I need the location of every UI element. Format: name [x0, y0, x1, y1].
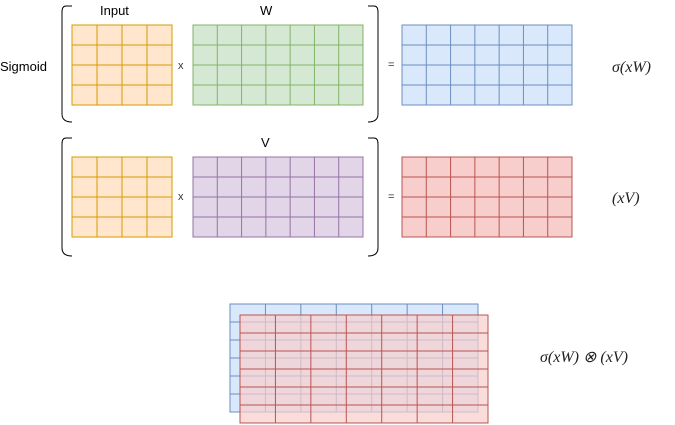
result-matrix-red: [401, 156, 573, 238]
result-matrix-blue: [401, 24, 573, 106]
formula-xv: (xV): [612, 190, 640, 207]
v-matrix: [192, 156, 364, 238]
right-bracket-top: [367, 5, 379, 123]
input-matrix-top: [71, 24, 173, 106]
equals-symbol-2: =: [388, 191, 394, 203]
overlay-matrix-red: [239, 314, 489, 424]
w-matrix: [192, 24, 364, 106]
matrix-group: [71, 24, 573, 424]
sigmoid-label: Sigmoid: [0, 59, 47, 74]
w-label: W: [260, 3, 273, 18]
multiply-symbol-1: x: [178, 60, 184, 72]
left-bracket-bottom: [61, 137, 73, 257]
multiply-symbol-2: x: [178, 191, 184, 203]
left-bracket-top: [61, 5, 73, 123]
input-label: Input: [100, 3, 129, 18]
input-matrix-bottom: [71, 156, 173, 238]
right-bracket-bottom: [367, 137, 379, 257]
v-label: V: [261, 135, 270, 150]
formula-product: σ(xW) ⊗ (xV): [540, 349, 628, 366]
formula-sigma-xw: σ(xW): [612, 59, 651, 76]
equals-symbol-1: =: [388, 59, 394, 71]
